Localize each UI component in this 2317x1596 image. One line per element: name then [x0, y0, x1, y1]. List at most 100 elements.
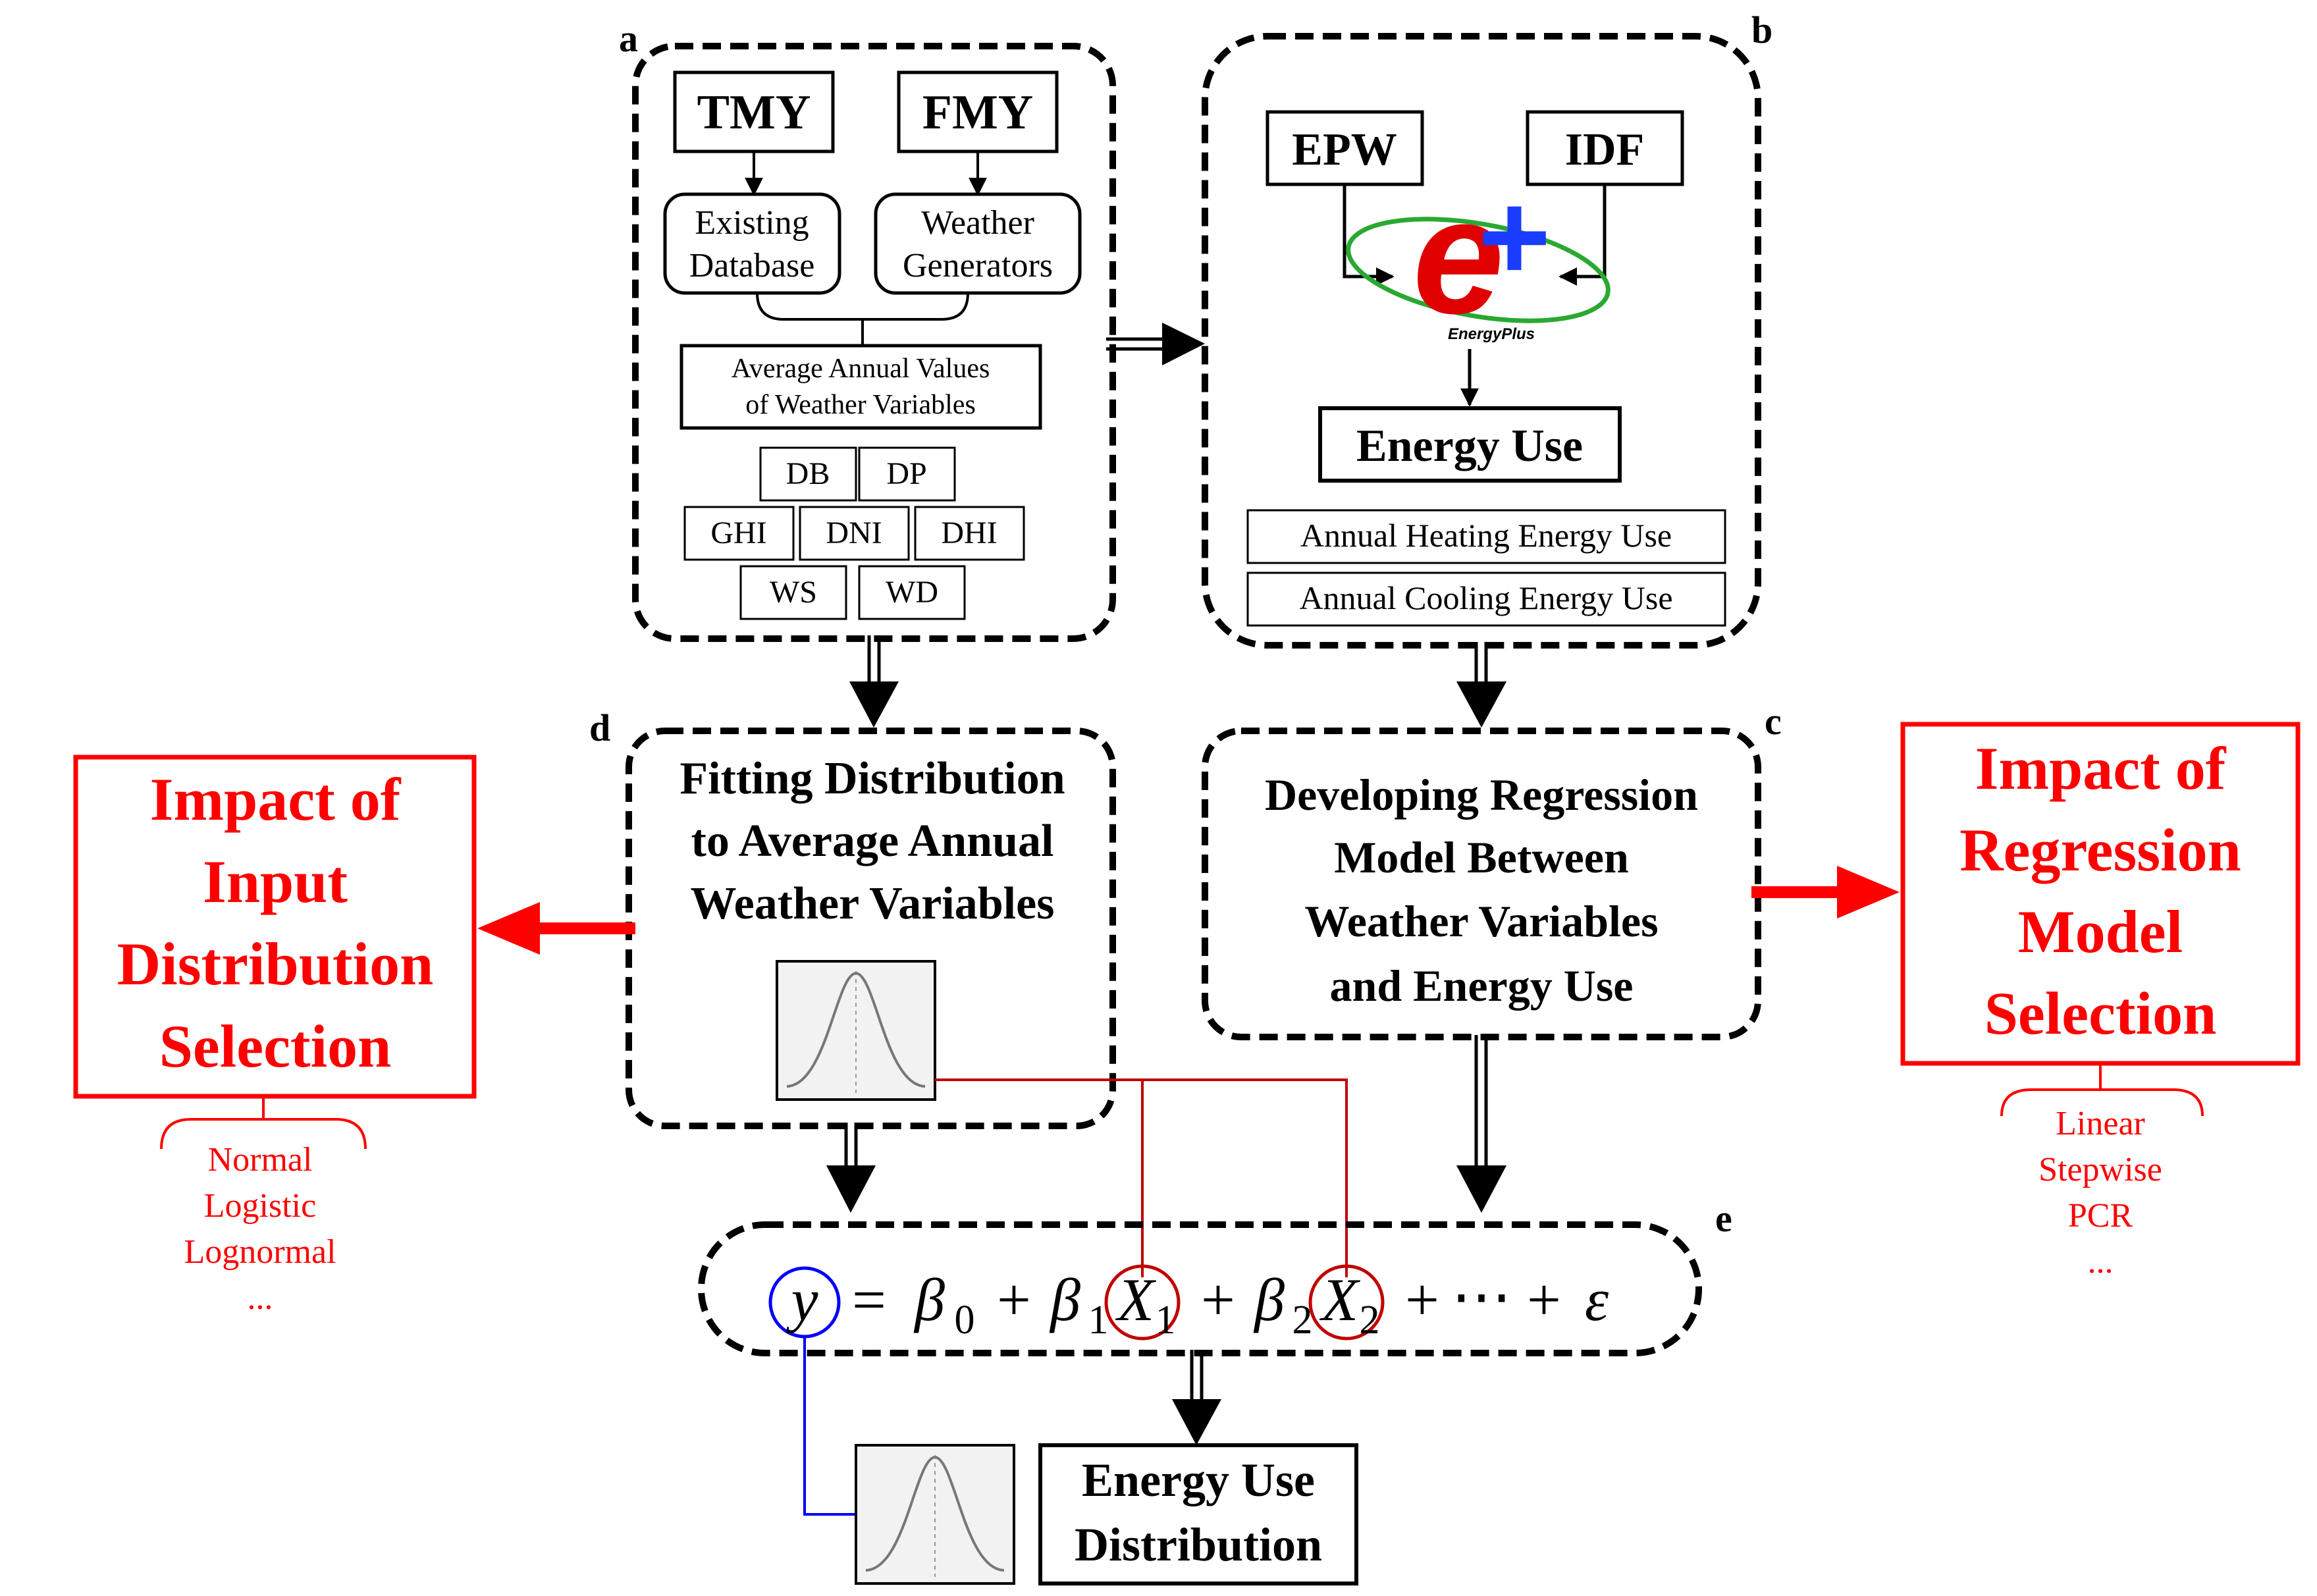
panel-c: c Developing Regression Model Between We… [1202, 700, 1782, 1040]
eq-x-2: X [1319, 1266, 1361, 1333]
output-label-2: Distribution [1075, 1518, 1322, 1571]
energy-use-label: Energy Use [1356, 421, 1583, 471]
input-option-normal: Normal [208, 1141, 313, 1179]
panel-c-title-4: and Energy Use [1330, 961, 1634, 1011]
var-db: DB [786, 456, 830, 491]
red-arrow-to-impact-regression [1751, 866, 1900, 918]
panel-a-frame [632, 43, 1116, 642]
panel-c-title-1: Developing Regression [1265, 770, 1698, 820]
arrow-c-to-e [1456, 1035, 1506, 1213]
var-ghi: GHI [710, 516, 766, 550]
var-dp: DP [886, 456, 926, 491]
regression-option-pcr: PCR [2068, 1197, 2133, 1235]
panel-c-frame [1202, 728, 1761, 1040]
existing-database-line-2: Database [689, 247, 815, 284]
eq-beta-2: β [1253, 1266, 1285, 1333]
panel-a-letter: a [619, 17, 638, 60]
panel-c-title-2: Model Between [1334, 832, 1629, 882]
logo-e-glyph: e [1412, 164, 1504, 348]
variable-grid: DB DP GHI DNI DHI WS WD [683, 446, 1025, 620]
impact-regression-box [1900, 722, 2301, 1066]
panel-a: a TMY FMY Existing Database Weather Gene… [619, 17, 1116, 642]
impact-regression-title-3: Model [2018, 898, 2183, 965]
y-connector [803, 1337, 856, 1516]
panel-d-title-2: to Average Annual [691, 816, 1054, 866]
existing-database-line-1: Existing [695, 204, 809, 242]
eq-ellipsis: ⋯ [1451, 1263, 1512, 1330]
impact-regression-brace [2000, 1088, 2204, 1117]
weather-generators-box [874, 192, 1082, 295]
fmy-label: FMY [922, 86, 1034, 140]
panel-c-letter: c [1765, 700, 1782, 743]
var-ws-box [739, 565, 847, 620]
average-annual-box [679, 344, 1042, 430]
var-wd-box [858, 565, 966, 620]
eq-sub-x-2: 2 [1360, 1298, 1380, 1343]
input-distribution-plot [776, 960, 936, 1101]
idf-label: IDF [1565, 124, 1645, 175]
var-dni-box [799, 506, 910, 561]
input-option-more: ... [248, 1279, 273, 1317]
eq-x-1: X [1115, 1266, 1157, 1333]
annual-cooling-box [1246, 572, 1726, 627]
impact-input-box [73, 755, 477, 1099]
panel-d-title-3: Weather Variables [691, 878, 1055, 929]
impact-input-brace [160, 1118, 367, 1150]
arrow-a-to-d [849, 635, 899, 728]
x1-highlight [1104, 1264, 1181, 1341]
arrow-e-to-output [1172, 1350, 1221, 1445]
panel-c-title-3: Weather Variables [1304, 896, 1658, 946]
average-annual-line-2: of Weather Variables [745, 390, 976, 420]
eq-plus-2: + [1201, 1266, 1235, 1333]
energy-use-box [1318, 406, 1622, 483]
panel-d-title-1: Fitting Distribution [679, 753, 1065, 804]
var-dp-box [858, 446, 956, 502]
var-dhi: DHI [941, 516, 997, 550]
annual-cooling-label: Annual Cooling Energy Use [1299, 579, 1672, 616]
eq-plus-3: + [1405, 1266, 1439, 1333]
x2-highlight [1308, 1264, 1385, 1341]
var-dhi-box [914, 506, 1025, 561]
input-option-logistic: Logistic [204, 1187, 316, 1225]
var-db-box [759, 446, 857, 502]
red-arrow-to-impact-input [477, 902, 635, 955]
average-annual-line-1: Average Annual Values [732, 354, 990, 384]
panel-d-letter: d [589, 706, 610, 749]
impact-input-title-1: Impact of [150, 766, 402, 833]
epw-arrow [1343, 184, 1395, 286]
var-dni: DNI [826, 516, 882, 550]
eq-sub-x-1: 1 [1156, 1298, 1176, 1343]
annual-heating-box [1246, 509, 1726, 564]
impact-input-title-4: Selection [159, 1013, 392, 1080]
eq-plus-4: + [1527, 1266, 1561, 1333]
eq-beta-0: β [913, 1266, 945, 1333]
regression-option-stepwise: Stepwise [2038, 1151, 2162, 1188]
existing-database-box [663, 192, 841, 295]
var-ws: WS [770, 575, 817, 610]
eq-equals: = [852, 1266, 886, 1333]
arrow-b-to-c [1456, 642, 1506, 728]
impact-regression-title-4: Selection [1984, 980, 2217, 1047]
impact-regression-title-2: Regression [1959, 816, 2241, 884]
panel-d: d Fitting Distribution to Average Annual… [589, 706, 1116, 1129]
impact-regression-panel: Impact of Regression Model Selection Lin… [1900, 722, 2301, 1281]
weather-generators-line-2: Generators [903, 247, 1053, 284]
output-box [1038, 1443, 1358, 1585]
output-section: Energy Use Distribution [855, 1443, 1358, 1585]
energyplus-logo: e + EnergyPlus [1346, 164, 1611, 348]
x2-connector [1142, 1078, 1348, 1277]
annual-heating-label: Annual Heating Energy Use [1300, 517, 1672, 554]
var-wd: WD [886, 575, 938, 610]
panel-b-letter: b [1751, 9, 1772, 51]
output-label-1: Energy Use [1082, 1454, 1315, 1506]
impact-input-title-2: Input [203, 848, 348, 915]
weather-generators-line-1: Weather [921, 204, 1034, 242]
x1-connector [935, 1078, 1144, 1277]
regression-option-more: ... [2088, 1243, 2114, 1281]
eq-y: y [786, 1266, 818, 1333]
idf-arrow [1558, 184, 1607, 286]
impact-input-panel: Impact of Input Distribution Selection N… [73, 755, 477, 1317]
eq-sub-0: 0 [955, 1298, 975, 1343]
logo-caption: EnergyPlus [1448, 325, 1535, 343]
panel-e-letter: e [1715, 1197, 1732, 1240]
